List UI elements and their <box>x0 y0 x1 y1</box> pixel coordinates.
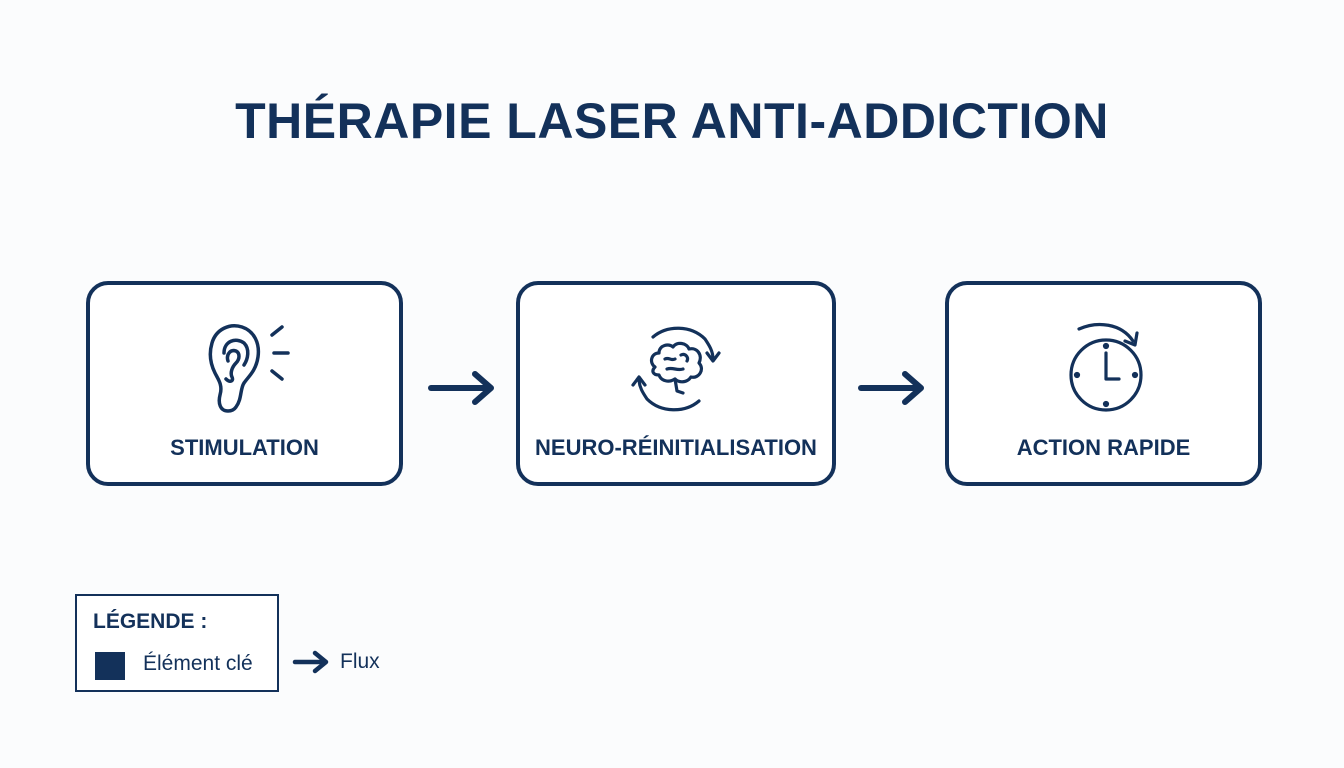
step-label: ACTION RAPIDE <box>1016 435 1191 460</box>
diagram-title: THÉRAPIE LASER ANTI-ADDICTION <box>235 93 1109 149</box>
step-card-stimulation: STIMULATION <box>86 281 403 486</box>
brain-cycle-icon <box>631 326 721 412</box>
legend-item-label: Flux <box>340 650 380 673</box>
legend-key-square-icon <box>95 652 125 680</box>
step-label: STIMULATION <box>170 435 319 460</box>
ear-sound-icon <box>208 324 290 413</box>
flow-arrow-icon <box>428 371 494 405</box>
legend-flux-arrow-icon <box>292 650 329 674</box>
step-card-neuro-reinitialisation: NEURO-RÉINITIALISATION <box>516 281 836 486</box>
step-label: NEURO-RÉINITIALISATION <box>535 435 817 460</box>
legend-item-label: Élément clé <box>143 652 253 675</box>
step-card-action-rapide: ACTION RAPIDE <box>945 281 1262 486</box>
clock-fast-icon <box>1068 322 1143 412</box>
flow-arrow-icon <box>858 371 924 405</box>
legend-title: LÉGENDE : <box>93 610 208 633</box>
legend: LÉGENDE : Élément clé <box>75 594 279 692</box>
